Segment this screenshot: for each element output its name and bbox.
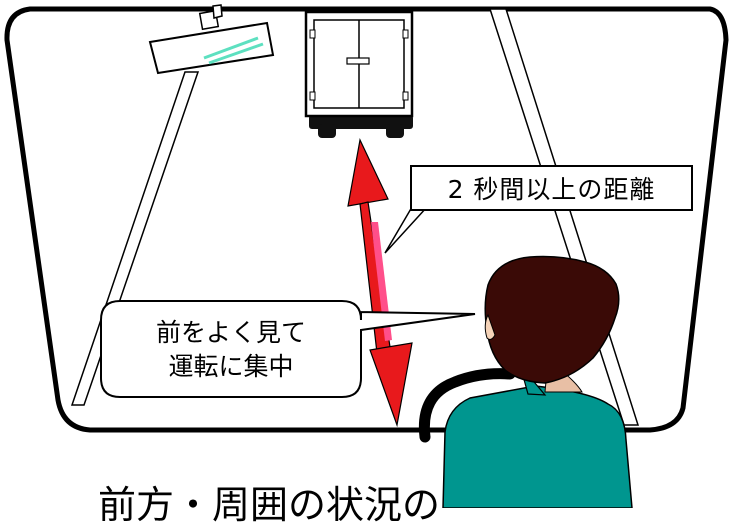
steering-wheel-icon (418, 368, 516, 443)
advice-bubble (100, 300, 476, 398)
advice-label: 前をよく見て 運転に集中 (101, 301, 361, 397)
driver-icon (442, 255, 633, 508)
distance-label: 2 秒間以上の距離 (410, 165, 693, 211)
windshield-scene (4, 4, 729, 508)
rearview-mirror-icon (148, 4, 275, 75)
bottom-caption: 前方・周囲の状況の (98, 483, 441, 527)
advice-line-2: 運転に集中 (168, 352, 294, 381)
advice-line-1: 前をよく見て (155, 318, 306, 347)
truck-icon (304, 10, 414, 138)
